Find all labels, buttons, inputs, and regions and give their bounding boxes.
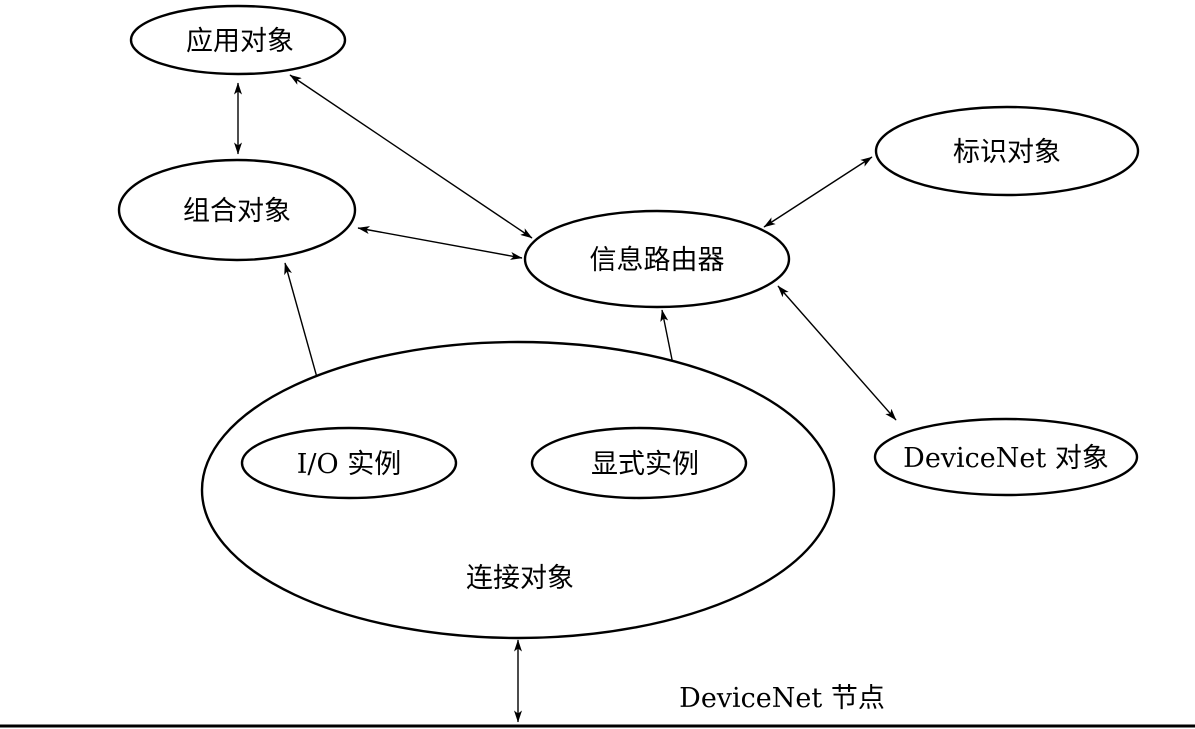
node-io-instance: I/O 实例 [240, 426, 458, 500]
node-connection-object: 连接对象 [200, 340, 836, 640]
explicit-instance-ellipse [530, 426, 748, 500]
connection-object-ellipse [200, 340, 836, 640]
message-router-ellipse [523, 209, 791, 309]
edge-router-devicenet [777, 285, 897, 421]
connection-object-label: 连接对象 [466, 563, 574, 594]
message-router-label: 信息路由器 [590, 245, 725, 276]
assembly-object-label: 组合对象 [183, 196, 291, 227]
node-explicit-instance: 显式实例 [530, 426, 748, 500]
edge-identity-router [763, 156, 873, 228]
io-instance-ellipse [240, 426, 458, 500]
assembly-object-ellipse [117, 158, 357, 262]
devicenet-object-label: DeviceNet 对象 [903, 443, 1109, 474]
edge-app-router [289, 74, 533, 239]
explicit-instance-label: 显式实例 [591, 449, 699, 480]
bus-label: DeviceNet 节点 [679, 683, 885, 714]
node-app-object: 应用对象 [129, 4, 347, 76]
node-identity-object: 标识对象 [874, 105, 1140, 197]
identity-object-ellipse [874, 105, 1140, 197]
edge-assembly-router [357, 226, 523, 260]
node-devicenet-object: DeviceNet 对象 [873, 417, 1139, 497]
app-object-ellipse [129, 4, 347, 76]
node-message-router: 信息路由器 [523, 209, 791, 309]
identity-object-label: 标识对象 [953, 137, 1061, 168]
io-instance-label: I/O 实例 [297, 449, 401, 480]
node-assembly-object: 组合对象 [117, 158, 357, 262]
app-object-label: 应用对象 [186, 26, 294, 57]
devicenet-object-ellipse [873, 417, 1139, 497]
